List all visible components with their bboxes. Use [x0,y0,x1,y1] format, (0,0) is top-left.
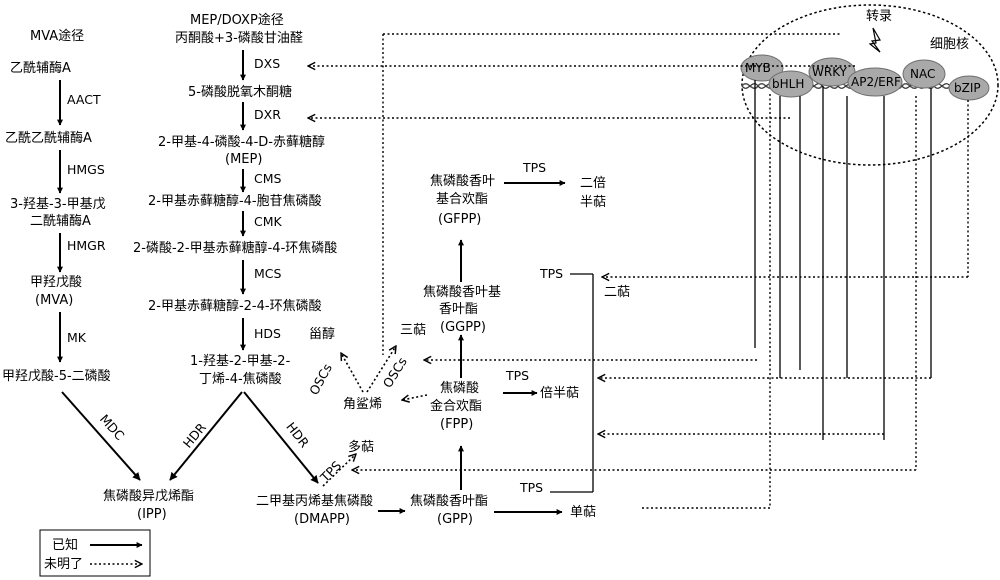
enzyme-tps-monoterpene: TPS [519,480,543,495]
sesterterpene-line1: 二倍 [580,176,606,191]
cdp-mep: 2-磷酸-2-甲基赤藓糖醇-4-环焦磷酸 [133,240,337,256]
ggpp-line1: 焦磷酸香叶基 [423,285,501,300]
polyterpene: 多萜 [348,439,374,455]
enzyme-hds: HDS [254,326,281,341]
mep-line2: (MEP) [225,152,262,167]
ggpp-line2: 香叶酯 [439,302,478,317]
svg-text:NAC: NAC [910,67,935,81]
arrow-squalene-sterol [341,353,364,393]
enzyme-mcs: MCS [254,266,282,281]
fpp-line1: 焦磷酸 [440,381,479,396]
enzyme-tps-diterpene: TPS [539,266,563,281]
tf-myb: MYB [740,54,784,82]
transcription-lightning-icon [868,27,881,53]
enzyme-dxr: DXR [254,107,281,122]
ggpp-line3: (GGPP) [440,320,486,335]
nucleus-label: 细胞核 [930,37,969,52]
enzyme-tps-polyterpene: TPS [317,458,345,486]
enzyme-mdc: MDC [97,411,128,443]
svg-text:WRKY: WRKY [812,65,848,79]
tf-ap2-erf: AP2/ERF [847,67,903,97]
hmbpp-line2: 丁烯-4-焦磷酸 [199,372,282,387]
gfpp-line3: (GFPP) [438,212,481,227]
arrow-fpp-squalene [402,394,428,400]
arrow-hdr-ipp [169,391,243,481]
enzyme-cmk: CMK [254,214,283,229]
gfpp-line2: 基合欢酯 [436,192,488,207]
enzyme-aact: AACT [67,92,101,107]
mep-substrates: 丙酮酸+3-磷酸甘油醛 [175,30,303,46]
hmg-coa-line1: 3-羟基-3-甲基戊 [10,197,106,212]
enzyme-dxs: DXS [254,56,280,71]
gfpp-line1: 焦磷酸香叶 [430,174,495,189]
tf-bhlh: bHLH [768,70,814,98]
tf-wrky: WRKY [808,57,856,87]
enzyme-oscs-sterol: OSCs [306,361,335,397]
acetoacetyl-coa: 乙酰乙酰辅酶A [5,130,92,146]
mevalonate-line2: (MVA) [35,293,73,308]
legend-known-label: 已知 [52,537,78,553]
cdp-me: 2-甲基赤藓糖醇-4-胞苷焦磷酸 [148,193,322,209]
tf-nac: NAC [902,59,946,89]
fpp-line3: (FPP) [440,417,473,432]
dmapp-line2: (DMAPP) [294,512,350,527]
enzyme-tps-sesquiterpene: TPS [505,368,529,383]
ipp-line1: 焦磷酸异戊烯酯 [103,489,194,504]
monoterpene: 单萜 [570,505,596,520]
arrow-mdc [61,391,141,481]
dmapp-line1: 二甲基丙烯基焦磷酸 [256,494,373,509]
diterpene: 二萜 [604,285,630,300]
ipp-line2: (IPP) [137,507,167,522]
svg-text:bHLH: bHLH [772,77,804,91]
sterol: 甾醇 [309,326,335,342]
mep-pathway-title: MEP/DOXP途径 [190,12,284,28]
mecpp: 2-甲基赤藓糖醇-2-4-环焦磷酸 [148,298,322,314]
tf-bzip: bZIP [948,75,990,101]
svg-text:AP2/ERF: AP2/ERF [851,75,901,89]
legend-box [39,529,151,577]
sesquiterpene: 倍半萜 [540,386,579,401]
mevalonate-line1: 甲羟戊酸 [30,275,82,290]
svg-text:bZIP: bZIP [954,81,981,95]
hmbpp-line1: 1-羟基-2-甲基-2- [190,354,291,369]
acetyl-coa: 乙酰辅酶A [10,60,71,76]
legend-unknown-label: 未明了 [44,557,83,572]
gpp-line1: 焦磷酸香叶酯 [410,494,488,509]
triterpene: 三萜 [400,323,426,338]
arrow-dmapp-polyterpene [322,454,356,487]
mep-line1: 2-甲基-4-磷酸-4-D-赤藓糖醇 [158,134,325,150]
mva-pathway-title: MVA途径 [30,28,84,44]
squalene: 角鲨烯 [343,397,382,412]
enzyme-hmgs: HMGS [67,162,105,177]
transcription-label: 转录 [866,9,892,24]
gpp-line2: (GPP) [437,512,473,527]
sesterterpene-line2: 半萜 [580,195,606,210]
fpp-line2: 金合欢酯 [430,398,482,414]
enzyme-mk: MK [67,330,87,345]
dxp: 5-磷酸脱氧木酮糖 [188,84,292,100]
arrow-squalene-triterpene [366,346,396,393]
enzyme-hdr-ipp: HDR [180,420,210,451]
hmg-coa-line2: 二酰辅酶A [30,213,91,229]
arrow-hdr-dmapp [243,391,319,484]
enzyme-oscs-triterpene: OSCs [380,354,410,390]
enzyme-hmgr: HMGR [67,238,106,253]
enzyme-tps-sesterterpene: TPS [522,160,546,175]
svg-text:MYB: MYB [745,61,771,75]
mevalonate-5-pp: 甲羟戊酸-5-二磷酸 [2,369,111,384]
enzyme-cms: CMS [254,171,282,186]
